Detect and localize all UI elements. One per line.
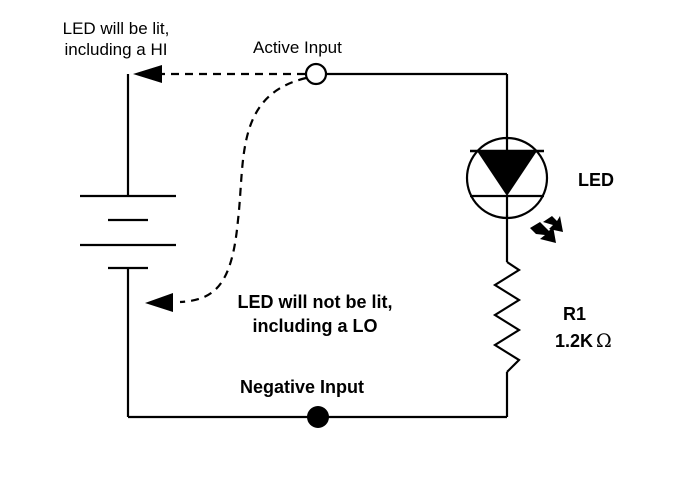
led-symbol [465, 136, 549, 220]
battery-symbol [80, 194, 176, 270]
signal-paths [160, 72, 307, 304]
negative-input-label: Negative Input [240, 377, 365, 397]
light-emission-arrows [530, 216, 563, 243]
arrow-lo-head [145, 293, 173, 312]
active-input-terminal[interactable] [304, 62, 328, 86]
negative-input-terminal[interactable] [307, 406, 329, 428]
light-arrow-1 [530, 222, 556, 243]
circuit-wires [126, 72, 509, 419]
active-input-label: Active Input [253, 38, 342, 57]
led-not-lit-lo-line-1: LED will not be lit, [237, 292, 393, 312]
led-triangle [477, 151, 537, 196]
led-label: LED [578, 170, 614, 190]
led-lit-hi-line-1: LED will be lit, [62, 19, 170, 38]
arrow-hi-head [133, 65, 162, 83]
led-lit-hi-label: LED will be lit, including a HI [33, 18, 199, 60]
led-not-lit-lo-line-2: including a LO [252, 316, 378, 336]
light-arrow-2 [543, 216, 563, 232]
led-not-lit-lo-label: LED will not be lit, including a LO [204, 290, 426, 338]
r1-value: 1.2K [555, 331, 594, 351]
led-lit-hi-line-2: including a HI [64, 40, 168, 59]
ohm-symbol: Ω [596, 330, 612, 352]
resistor-r1 [492, 261, 522, 373]
dashed-path-lo [179, 76, 307, 304]
r1-label: R1 [563, 304, 587, 324]
